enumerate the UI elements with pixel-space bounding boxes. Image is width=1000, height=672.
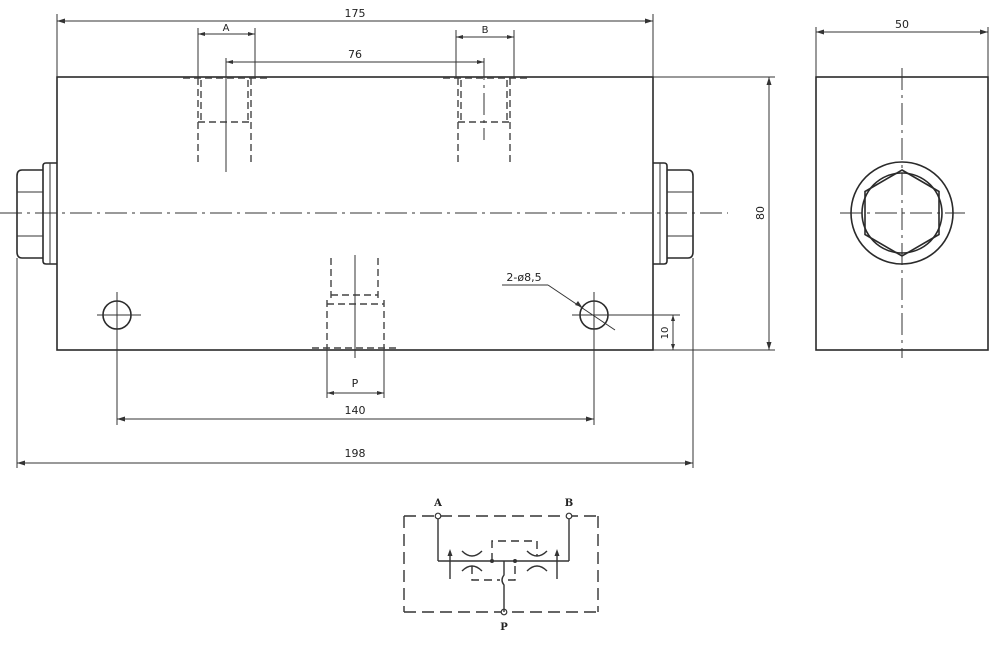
mounting-hole-callout: 2-ø8,5 [502, 271, 616, 331]
schematic-label-b: B [565, 498, 573, 509]
dimension-label: 50 [895, 18, 909, 31]
port-a-node [434, 512, 442, 520]
dimension-port-a: A [197, 23, 256, 78]
port-b-node [565, 512, 573, 520]
dimension-175: 175 [56, 7, 654, 77]
mounting-hole-right [572, 292, 680, 425]
port-b-hidden-bore [443, 58, 527, 165]
flow-arrow-left-icon [447, 549, 453, 579]
dimension-port-p: P [326, 350, 385, 398]
schematic-label-a: A [433, 498, 442, 509]
dimension-10: 10 [660, 315, 675, 350]
front-view: 175 A B 76 P [0, 7, 775, 468]
hex-plug-icon [850, 161, 954, 265]
dimension-76: 76 [226, 48, 484, 64]
dimension-label: 140 [345, 404, 366, 417]
mounting-hole-left [97, 292, 141, 425]
dimension-50: 50 [815, 18, 989, 77]
right-plug-icon [653, 162, 694, 265]
schematic-label-p: P [500, 622, 508, 633]
dimension-label: A [223, 23, 230, 34]
dimension-label: 198 [345, 447, 366, 460]
dimension-port-b: B [455, 25, 515, 78]
side-view: 50 [815, 18, 989, 358]
dimension-label: 10 [660, 327, 671, 340]
callout-label: 2-ø8,5 [506, 271, 541, 284]
dimension-label: 175 [345, 7, 366, 20]
dimension-198: 198 [16, 258, 694, 468]
dimension-label: 80 [754, 206, 767, 220]
dimension-label: 76 [348, 48, 362, 61]
left-plug-icon [16, 162, 57, 265]
dimension-140: 140 [117, 404, 594, 422]
port-p-hidden-bore [312, 255, 398, 358]
port-a-hidden-bore [183, 58, 268, 172]
dimension-label: B [482, 25, 489, 36]
hydraulic-schematic: A B P [403, 498, 599, 633]
flow-arrow-right-icon [554, 549, 560, 579]
dimension-label: P [352, 377, 359, 390]
